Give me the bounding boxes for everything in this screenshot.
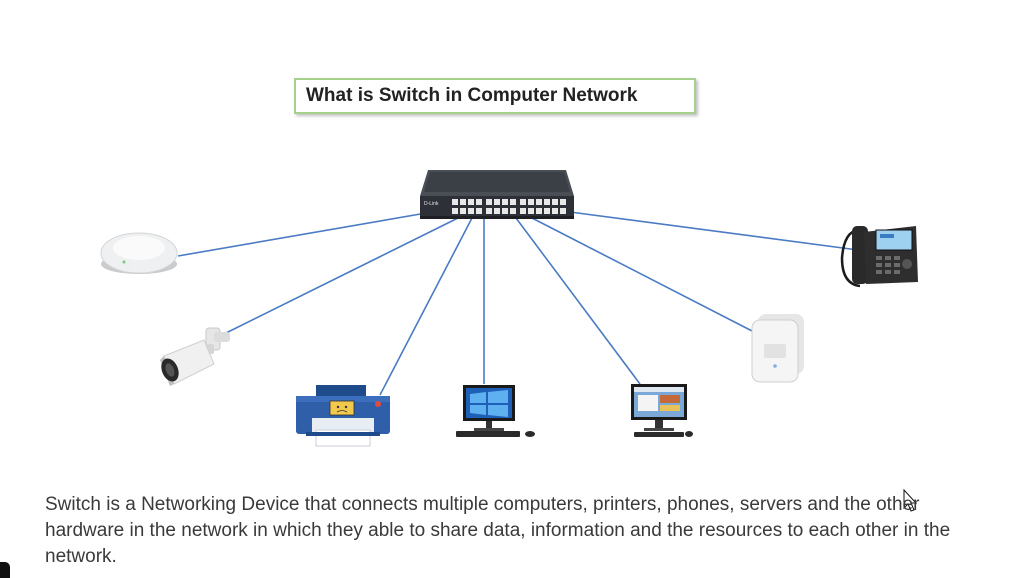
switch-brand-label: D-Link <box>424 201 439 207</box>
link-ceiling-ap <box>177 211 433 257</box>
printer-icon <box>296 385 390 447</box>
desktop-computer-icon <box>631 384 693 437</box>
page-title: What is Switch in Computer Network <box>306 85 638 106</box>
link-camera <box>225 217 459 334</box>
link-wall-ap <box>531 217 755 333</box>
ip-phone-icon <box>840 226 918 288</box>
network-switch-icon: D-Link <box>420 170 574 219</box>
switch-ports <box>452 199 566 214</box>
cctv-camera-icon <box>160 327 230 386</box>
ceiling-access-point-icon <box>100 232 178 274</box>
connection-lines <box>177 211 859 396</box>
desktop-computer-icon <box>456 385 535 437</box>
link-printer <box>379 217 473 396</box>
corner-shape <box>0 562 10 578</box>
link-desktop-2 <box>515 217 641 385</box>
title-box: What is Switch in Computer Network <box>294 78 696 114</box>
link-ip-phone <box>569 211 859 251</box>
mouse-cursor-icon <box>903 488 918 512</box>
description-text: Switch is a Networking Device that conne… <box>45 494 951 567</box>
wireless-access-point-icon <box>751 314 804 383</box>
